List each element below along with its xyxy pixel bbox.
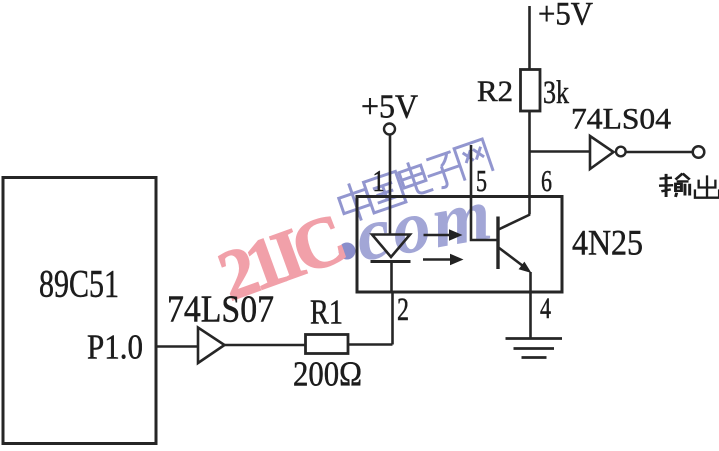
svg-text:4N25: 4N25 (572, 223, 643, 263)
svg-text:1: 1 (373, 163, 385, 198)
svg-text:21IC: 21IC (209, 200, 352, 316)
svg-text:4: 4 (540, 292, 551, 325)
svg-text:+5V: +5V (538, 0, 593, 33)
svg-text:P1.0: P1.0 (87, 328, 143, 367)
svg-text:6: 6 (541, 163, 552, 198)
svg-text:R1: R1 (310, 293, 343, 332)
svg-text:+5V: +5V (361, 89, 418, 126)
svg-text:2: 2 (397, 292, 409, 328)
svg-text:3k: 3k (543, 75, 569, 111)
svg-text:200Ω: 200Ω (293, 355, 362, 394)
svg-text:5: 5 (476, 163, 487, 198)
svg-text:74LS07: 74LS07 (167, 289, 274, 331)
svg-text:89C51: 89C51 (39, 263, 119, 306)
svg-text:R2: R2 (477, 75, 513, 108)
svg-text:74LS04: 74LS04 (571, 103, 671, 136)
